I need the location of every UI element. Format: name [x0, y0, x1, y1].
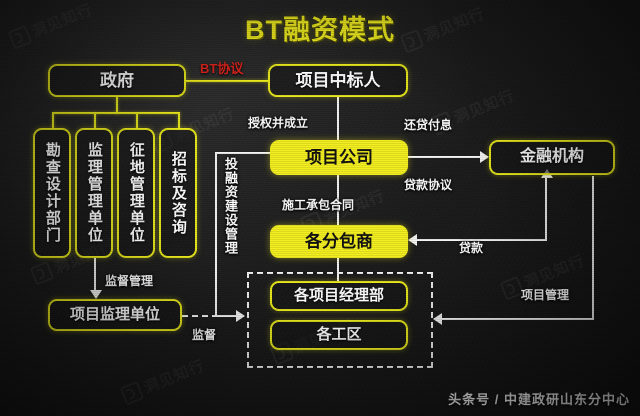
edge-label-loan: 贷款 [459, 241, 484, 255]
node-winning-bidder[interactable]: 项目中标人 [268, 64, 408, 97]
node-project-supervision-unit[interactable]: 项目监理单位 [48, 299, 182, 331]
node-supervision-management-unit[interactable]: 监理管理单位 [75, 128, 113, 258]
edge-label-authorize-establish: 授权并成立 [248, 116, 309, 130]
node-government-label: 政府 [100, 70, 134, 90]
edge-label-supervise: 监督 [192, 328, 217, 342]
edge-label-bt-agreement: BT协议 [200, 61, 244, 76]
arrow-repay-icon [480, 151, 489, 163]
connector-government-bus [52, 112, 180, 114]
connector-investment-spine-vertical [215, 152, 217, 316]
node-subcontractors-label: 各分包商 [305, 231, 373, 251]
connector-branch-land [136, 113, 138, 129]
arrow-supervision-management-icon [90, 290, 102, 299]
node-supervision-management-unit-label: 监理管理单位 [85, 142, 103, 244]
node-project-manager-departments-label: 各项目经理部 [293, 287, 384, 305]
edge-label-construction-contract: 施工承包合同 [282, 198, 355, 212]
edge-label-loan-agreement: 贷款协议 [404, 178, 453, 192]
node-project-company-label: 项目公司 [305, 147, 373, 167]
edge-label-project-management: 项目管理 [521, 288, 570, 302]
connector-supervision-management [94, 258, 96, 292]
node-survey-design-dept-label: 勘查设计部门 [43, 142, 61, 244]
footer-credit: 头条号 / 中建政研山东分中心 [448, 392, 630, 407]
node-financial-institution-label: 金融机构 [519, 148, 584, 166]
connector-bt-agreement [185, 80, 269, 82]
node-project-manager-departments[interactable]: 各项目经理部 [270, 281, 408, 311]
node-government[interactable]: 政府 [48, 64, 186, 97]
connector-branch-survey [52, 113, 54, 129]
node-bidding-consulting-label: 招标及咨询 [169, 150, 187, 236]
node-subcontractors[interactable]: 各分包商 [270, 225, 408, 258]
connector-project-management-horizontal [442, 318, 594, 320]
edge-label-investment-financing-construction-management: 投融资建设管理 [223, 157, 238, 255]
arrow-loan-left-icon [408, 234, 417, 246]
brand-logo-icon [29, 260, 55, 286]
node-project-company[interactable]: 项目公司 [270, 140, 408, 175]
connector-loan-vertical [545, 176, 547, 240]
edge-label-supervision-management: 监督管理 [105, 274, 154, 288]
node-work-zones-label: 各工区 [316, 326, 362, 344]
brand-logo-icon [119, 380, 145, 406]
arrow-project-management-icon [433, 313, 442, 325]
connector-project-management-vertical [592, 176, 594, 319]
connector-branch-bidding [178, 113, 180, 129]
connector-repay [408, 156, 482, 158]
connector-authorize [337, 97, 339, 141]
node-survey-design-dept[interactable]: 勘查设计部门 [33, 128, 71, 258]
node-winning-bidder-label: 项目中标人 [295, 70, 381, 90]
node-land-acquisition-unit-label: 征地管理单位 [127, 142, 145, 244]
node-bidding-consulting[interactable]: 招标及咨询 [159, 128, 197, 258]
page-title: BT融资模式 [245, 15, 395, 45]
connector-investment-spine-top [215, 152, 271, 154]
node-work-zones[interactable]: 各工区 [270, 320, 408, 350]
node-land-acquisition-unit[interactable]: 征地管理单位 [117, 128, 155, 258]
watermark: 洞见知行 [119, 354, 208, 406]
connector-branch-supervision [94, 113, 96, 129]
edge-label-repay-loan-interest: 还贷付息 [404, 118, 453, 132]
node-financial-institution[interactable]: 金融机构 [489, 140, 615, 175]
node-project-supervision-unit-label: 项目监理单位 [69, 306, 160, 324]
connector-investment-spine-bottom [215, 315, 239, 317]
